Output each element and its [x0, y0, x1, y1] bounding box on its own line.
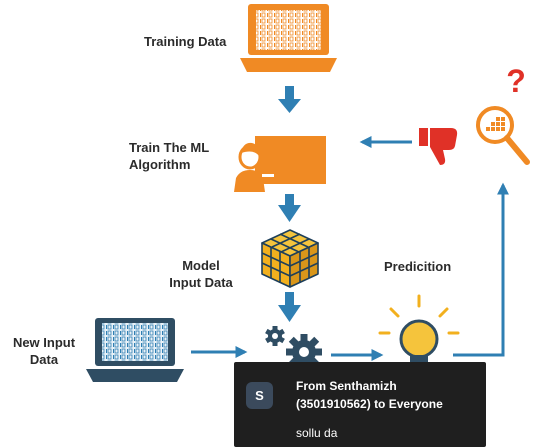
- down-arrow-1: [278, 86, 301, 113]
- avatar: S: [246, 382, 273, 409]
- new-input-line-1: New Input: [12, 335, 76, 350]
- training-laptop-icon: [240, 4, 337, 72]
- train-algorithm-label: Train The ML Algorithm: [129, 139, 209, 173]
- training-data-label: Training Data: [144, 34, 227, 49]
- model-input-line-2: Input Data: [169, 275, 233, 290]
- question-icon: ?: [506, 63, 526, 99]
- train-algorithm-line-2: Algorithm: [129, 157, 191, 172]
- model-input-label: Model Input Data: [158, 257, 244, 291]
- presenter-icon: [234, 136, 326, 192]
- model-input-line-1: Model: [182, 258, 220, 273]
- new-input-laptop-icon: [86, 318, 184, 382]
- arrow-prediction-to-evaluation: [453, 182, 509, 357]
- chat-sender-line-1: From Senthamizh: [296, 379, 397, 393]
- thumbs-down-icon: [419, 128, 458, 165]
- magnifier-icon: [476, 106, 530, 165]
- prediction-label: Predicition: [384, 259, 452, 274]
- lightbulb-icon: [378, 294, 460, 365]
- chat-message: sollu da: [296, 426, 338, 440]
- new-input-line-2: Data: [29, 352, 59, 367]
- down-arrow-2: [278, 194, 301, 222]
- cube-icon: [261, 229, 319, 288]
- down-arrow-3: [278, 292, 301, 322]
- new-input-label: New Input Data: [8, 334, 80, 368]
- chat-notification[interactable]: S From Senthamizh (3501910562) to Everyo…: [234, 362, 486, 447]
- chat-sender-line-2: (3501910562) to Everyone: [296, 397, 443, 411]
- chat-sender: From Senthamizh (3501910562) to Everyone: [296, 377, 476, 413]
- gear-icon: [265, 326, 322, 370]
- train-algorithm-line-1: Train The ML: [129, 140, 210, 155]
